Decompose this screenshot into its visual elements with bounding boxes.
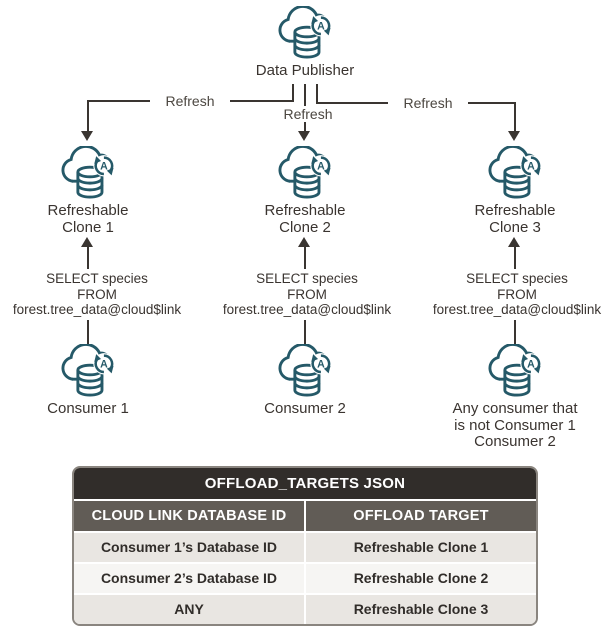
connector-line xyxy=(514,102,516,132)
query-text-right: SELECT species FROM forest.tree_data@clo… xyxy=(412,271,610,318)
consumer-2-label: Consumer 2 xyxy=(264,400,346,417)
table-row: Consumer 2’s Database ID Refreshable Clo… xyxy=(74,564,536,593)
clone-3-label: Refreshable Clone 3 xyxy=(474,202,556,236)
query-line1: SELECT species xyxy=(256,271,358,286)
connector-line xyxy=(292,84,294,101)
table-cell: Refreshable Clone 2 xyxy=(306,564,536,593)
table-cell: Consumer 1’s Database ID xyxy=(74,533,304,562)
clone-1-label-line2: Clone 1 xyxy=(62,218,114,236)
connector-line xyxy=(514,320,516,346)
consumer-2-node: Consumer 2 xyxy=(230,344,380,418)
query-text-center: SELECT species FROM forest.tree_data@clo… xyxy=(202,271,412,318)
query-line3: forest.tree_data@cloud$link xyxy=(12,302,182,317)
column-header-offload-target: OFFLOAD TARGET xyxy=(306,501,536,531)
query-line2: FROM xyxy=(77,286,117,302)
refreshable-clone-1-node: Refreshable Clone 1 xyxy=(13,146,163,236)
data-publisher-node: Data Publisher xyxy=(235,6,375,80)
connector-line xyxy=(316,84,318,103)
table-header-row: CLOUD LINK DATABASE ID OFFLOAD TARGET xyxy=(74,501,536,531)
autonomous-database-icon xyxy=(484,344,546,398)
refreshable-clone-3-node: Refreshable Clone 3 xyxy=(440,146,590,236)
arrowhead-up xyxy=(298,237,310,247)
autonomous-database-icon xyxy=(57,146,119,200)
connector-line xyxy=(514,246,516,269)
refresh-label-right: Refresh xyxy=(388,95,468,111)
clone-2-label-line2: Clone 2 xyxy=(279,218,331,236)
refresh-label-center: Refresh xyxy=(268,106,348,122)
table-cell: Refreshable Clone 1 xyxy=(306,533,536,562)
autonomous-database-icon xyxy=(484,146,546,200)
any-consumer-label: Any consumer that is not Consumer 1 Cons… xyxy=(452,400,578,451)
clone-1-label-line1: Refreshable xyxy=(47,202,129,219)
query-line1: SELECT species xyxy=(466,271,568,286)
consumer-1-node: Consumer 1 xyxy=(13,344,163,418)
table-title: OFFLOAD_TARGETS JSON xyxy=(74,468,536,499)
table-cell: Refreshable Clone 3 xyxy=(306,595,536,624)
clone-3-label-line2: Clone 3 xyxy=(489,218,541,236)
clone-3-label-line1: Refreshable xyxy=(474,202,556,219)
connector-line xyxy=(304,122,306,132)
query-line2: FROM xyxy=(287,286,327,302)
clone-2-label-line1: Refreshable xyxy=(264,202,346,219)
connector-line xyxy=(304,246,306,269)
table-cell: ANY xyxy=(74,595,304,624)
clone-1-label: Refreshable Clone 1 xyxy=(47,202,129,236)
arrowhead-down xyxy=(81,131,93,141)
arrowhead-down xyxy=(508,131,520,141)
table-cell: Consumer 2’s Database ID xyxy=(74,564,304,593)
connector-line xyxy=(304,320,306,346)
table-row: ANY Refreshable Clone 3 xyxy=(74,595,536,624)
query-line2: FROM xyxy=(497,286,537,302)
refresh-label-left: Refresh xyxy=(150,93,230,109)
data-publisher-label: Data Publisher xyxy=(255,62,355,79)
any-consumer-label-line3: Consumer 2 xyxy=(474,433,556,450)
autonomous-database-icon xyxy=(57,344,119,398)
query-line3: forest.tree_data@cloud$link xyxy=(432,302,602,317)
connector-line xyxy=(87,246,89,269)
autonomous-database-icon xyxy=(274,344,336,398)
autonomous-database-icon xyxy=(274,146,336,200)
query-line3: forest.tree_data@cloud$link xyxy=(222,302,392,317)
arrowhead-up xyxy=(81,237,93,247)
table-row: Consumer 1’s Database ID Refreshable Clo… xyxy=(74,533,536,562)
query-text-left: SELECT species FROM forest.tree_data@clo… xyxy=(0,271,202,318)
connector-line xyxy=(87,320,89,346)
consumer-1-label: Consumer 1 xyxy=(47,400,129,417)
autonomous-database-icon xyxy=(274,6,336,60)
query-line1: SELECT species xyxy=(46,271,148,286)
arrowhead-down xyxy=(298,131,310,141)
connector-line xyxy=(304,84,306,106)
offload-targets-table: OFFLOAD_TARGETS JSON CLOUD LINK DATABASE… xyxy=(72,466,538,626)
clone-2-label: Refreshable Clone 2 xyxy=(264,202,346,236)
any-consumer-label-line1: Any consumer that xyxy=(452,400,578,417)
refreshable-clone-2-node: Refreshable Clone 2 xyxy=(230,146,380,236)
column-header-cloud-link-database-id: CLOUD LINK DATABASE ID xyxy=(74,501,304,531)
any-consumer-node: Any consumer that is not Consumer 1 Cons… xyxy=(430,344,600,451)
connector-line xyxy=(87,100,89,132)
arrowhead-up xyxy=(508,237,520,247)
any-consumer-label-line2: is not Consumer 1 xyxy=(454,416,576,434)
